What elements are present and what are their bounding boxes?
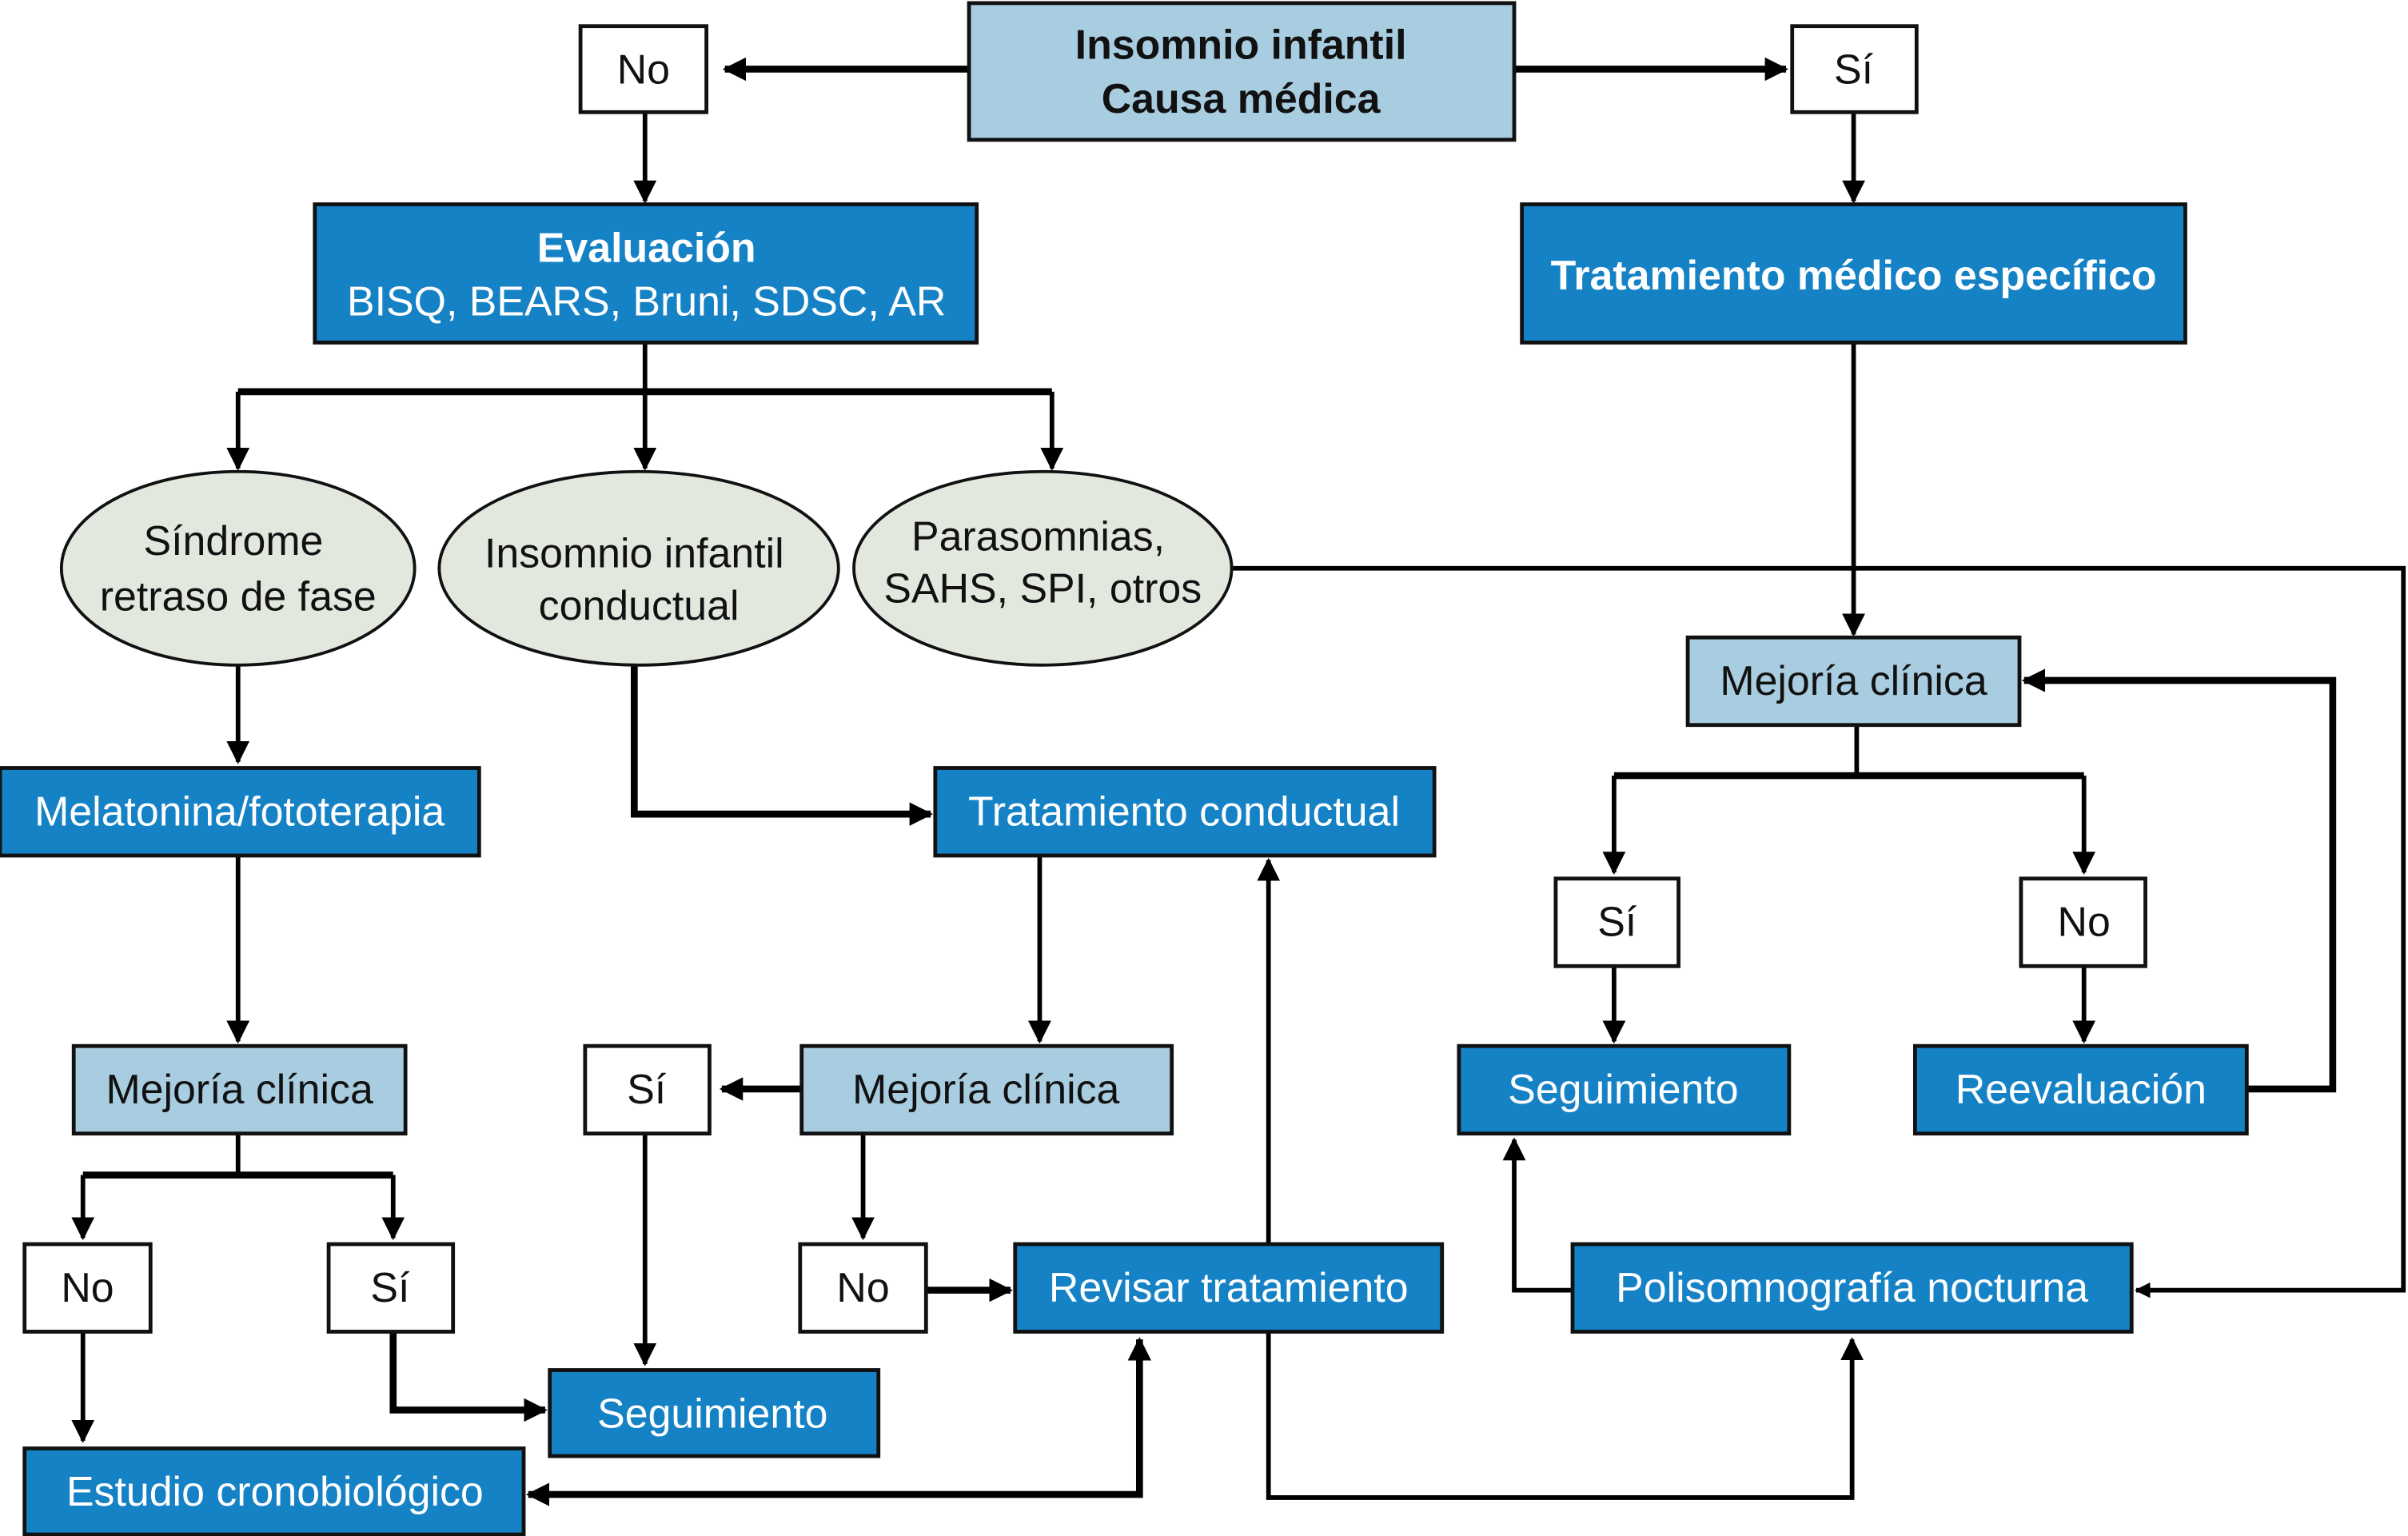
decision-mid-si-label: Sí: [627, 1066, 667, 1112]
decision-root-no[interactable]: No: [578, 24, 709, 114]
node-reevaluacion[interactable]: Reevaluación: [1912, 1043, 2249, 1136]
node-mejoria-left[interactable]: Mejoría clínica: [71, 1043, 408, 1136]
node-root[interactable]: Insomnio infantil Causa médica: [967, 1, 1517, 142]
node-mejoria-left-label: Mejoría clínica: [106, 1066, 373, 1112]
oval-retraso-fase[interactable]: Síndrome retraso de fase: [59, 469, 417, 667]
node-tratamiento-conductual-label: Tratamiento conductual: [968, 788, 1400, 834]
node-estudio-cronobiologico[interactable]: Estudio cronobiológico: [22, 1446, 526, 1536]
node-polisomnografia[interactable]: Polisomnografía nocturna: [1570, 1242, 2134, 1334]
oval-parasomnias-line2: SAHS, SPI, otros: [883, 565, 1202, 612]
decision-right-no[interactable]: No: [2019, 876, 2147, 968]
node-tratamiento-medico-label: Tratamiento médico específico: [1551, 252, 2157, 298]
oval-insomnio-conductual[interactable]: Insomnio infantil conductual: [437, 469, 840, 667]
decision-root-no-label: No: [617, 46, 670, 92]
node-seguimiento-right-label: Seguimiento: [1508, 1066, 1738, 1112]
decision-root-si-label: Sí: [1834, 46, 1874, 92]
node-melatonina[interactable]: Melatonina/fototerapia: [0, 766, 481, 858]
decision-root-si[interactable]: Sí: [1790, 24, 1919, 114]
connector-reevaluacion-to-mejoria: [2021, 668, 2337, 1093]
connector-conductual-to-tratamiento: [631, 664, 934, 826]
node-seguimiento-right[interactable]: Seguimiento: [1457, 1043, 1792, 1136]
node-seguimiento-mid-label: Seguimiento: [597, 1390, 827, 1436]
connector-parasomnias-to-polisomnografia: [1233, 565, 2406, 1299]
node-polisomnografia-label: Polisomnografía nocturna: [1616, 1264, 2088, 1311]
connector-left-si-to-seguimiento: [389, 1331, 548, 1422]
node-melatonina-label: Melatonina/fototerapia: [34, 788, 445, 834]
oval-insomnio-conductual-line2: conductual: [539, 582, 740, 628]
node-evaluacion-subtitle: BISQ, BEARS, Bruni, SDSC, AR: [347, 278, 946, 325]
oval-insomnio-conductual-line1: Insomnio infantil: [484, 530, 784, 576]
node-revisar-tratamiento-label: Revisar tratamiento: [1049, 1264, 1409, 1311]
connector-revisar-estudio-bidirectional: [525, 1337, 1152, 1506]
connector-revisar-to-polisomnografia: [1266, 1331, 1864, 1500]
node-evaluacion-title: Evaluación: [537, 224, 756, 270]
decision-left-si[interactable]: Sí: [326, 1242, 456, 1334]
decision-left-si-label: Sí: [370, 1264, 410, 1311]
node-mejoria-right-label: Mejoría clínica: [1720, 657, 1987, 704]
decision-mid-si[interactable]: Sí: [583, 1043, 712, 1136]
oval-parasomnias[interactable]: Parasomnias, SAHS, SPI, otros: [852, 469, 1234, 667]
decision-left-no-label: No: [61, 1264, 114, 1311]
node-evaluacion[interactable]: Evaluación BISQ, BEARS, Bruni, SDSC, AR: [313, 202, 979, 345]
oval-parasomnias-line1: Parasomnias,: [911, 513, 1165, 559]
node-root-line2: Causa médica: [1102, 75, 1381, 122]
node-revisar-tratamiento[interactable]: Revisar tratamiento: [1013, 1242, 1445, 1334]
node-reevaluacion-label: Reevaluación: [1956, 1066, 2207, 1112]
decision-mid-no[interactable]: No: [798, 1242, 928, 1334]
node-tratamiento-medico[interactable]: Tratamiento médico específico: [1520, 202, 2187, 345]
connector-polisomnografia-to-seguimiento: [1502, 1137, 1573, 1293]
node-mejoria-mid-label: Mejoría clínica: [852, 1066, 1119, 1112]
node-seguimiento-mid[interactable]: Seguimiento: [548, 1368, 881, 1458]
node-mejoria-right[interactable]: Mejoría clínica: [1685, 635, 2022, 728]
node-tratamiento-conductual[interactable]: Tratamiento conductual: [933, 766, 1437, 858]
node-estudio-cronobiologico-label: Estudio cronobiológico: [66, 1468, 484, 1514]
node-root-line1: Insomnio infantil: [1075, 22, 1407, 68]
connectors: [71, 57, 2406, 1506]
decision-right-no-label: No: [2058, 899, 2111, 945]
decision-mid-no-label: No: [836, 1264, 889, 1311]
decision-left-no[interactable]: No: [22, 1242, 153, 1334]
oval-retraso-fase-line2: retraso de fase: [100, 573, 377, 619]
decision-right-si[interactable]: Sí: [1553, 876, 1680, 968]
decision-right-si-label: Sí: [1597, 899, 1637, 945]
node-mejoria-mid[interactable]: Mejoría clínica: [799, 1043, 1174, 1136]
oval-retraso-fase-line1: Síndrome: [144, 517, 324, 564]
